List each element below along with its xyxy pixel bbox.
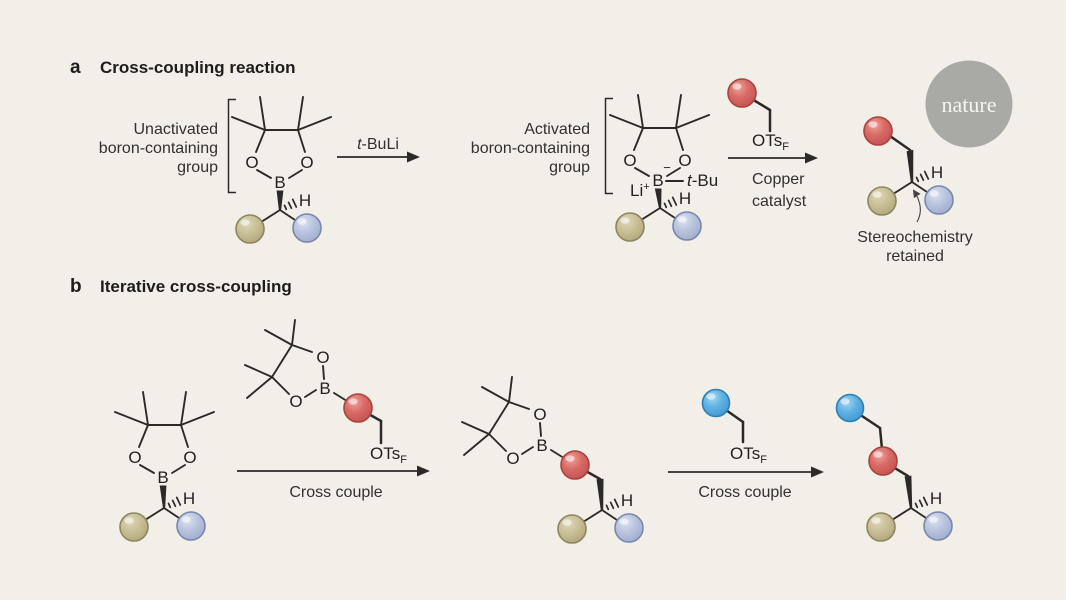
boron-charge-label: − [663, 160, 671, 175]
cross-couple-label: Cross couple [289, 484, 382, 501]
otsf-label: OTsF [370, 444, 407, 466]
final-product-structure [835, 393, 953, 542]
catalyst-label-line: Copper [752, 171, 805, 188]
stereo-pointer-arrow [912, 189, 921, 223]
second-electrophile-reagent: OTsF [701, 388, 767, 466]
nature-logo-circle [925, 60, 1013, 148]
nature-logo: nature [925, 60, 1013, 148]
wedge-bond [159, 485, 167, 508]
boronate-electrophile-reagent: OTsF [244, 319, 407, 466]
wedge-bond [596, 478, 604, 511]
starting-boronate-structure [114, 391, 215, 542]
label-line: Activated [524, 121, 590, 138]
catalyst-label-line: catalyst [752, 193, 807, 210]
panel-a-title: Cross-coupling reaction [100, 58, 296, 77]
electrophile-reagent: OTsF [727, 78, 789, 153]
tbu-label: t-Bu [687, 171, 718, 190]
label-line: boron-containing [471, 140, 590, 157]
intermediate-boronate-structure [461, 376, 644, 544]
otsf-label: OTsF [730, 444, 767, 466]
label-line: boron-containing [99, 140, 218, 157]
otsf-label: OTsF [752, 131, 789, 153]
unactivated-group-label: Unactivated boron-containing group [99, 121, 218, 176]
panel-b: b Iterative cross-coupling OTsF Cross co… [70, 276, 953, 544]
stereo-annotation-line: retained [886, 248, 944, 265]
panel-b-letter: b [70, 276, 82, 297]
label-line: group [177, 159, 218, 176]
activated-group-label: Activated boron-containing group [471, 121, 590, 176]
left-bracket [227, 98, 236, 194]
wedge-bond [276, 190, 284, 210]
wedge-bond [654, 188, 662, 208]
panel-a-letter: a [70, 57, 81, 78]
wedge-bond [906, 149, 914, 183]
nature-logo-text: nature [942, 92, 997, 117]
label-line: group [549, 159, 590, 176]
tbuli-label: t-BuLi [357, 136, 399, 153]
cross-couple-label: Cross couple [698, 484, 791, 501]
panel-a: a Cross-coupling reaction Unactivated bo… [70, 57, 1013, 265]
coupled-product-structure: Stereochemistry retained [857, 116, 973, 265]
lithium-cation-label: Li+ [630, 181, 650, 200]
left-bracket [604, 97, 613, 195]
stereo-annotation-line: Stereochemistry [857, 229, 973, 246]
unactivated-boronate-structure [231, 96, 332, 244]
panel-b-title: Iterative cross-coupling [100, 277, 292, 296]
label-line: Unactivated [134, 121, 219, 138]
activated-boronate-structure: − Li+ t-Bu [609, 94, 718, 242]
wedge-bond [904, 475, 913, 509]
